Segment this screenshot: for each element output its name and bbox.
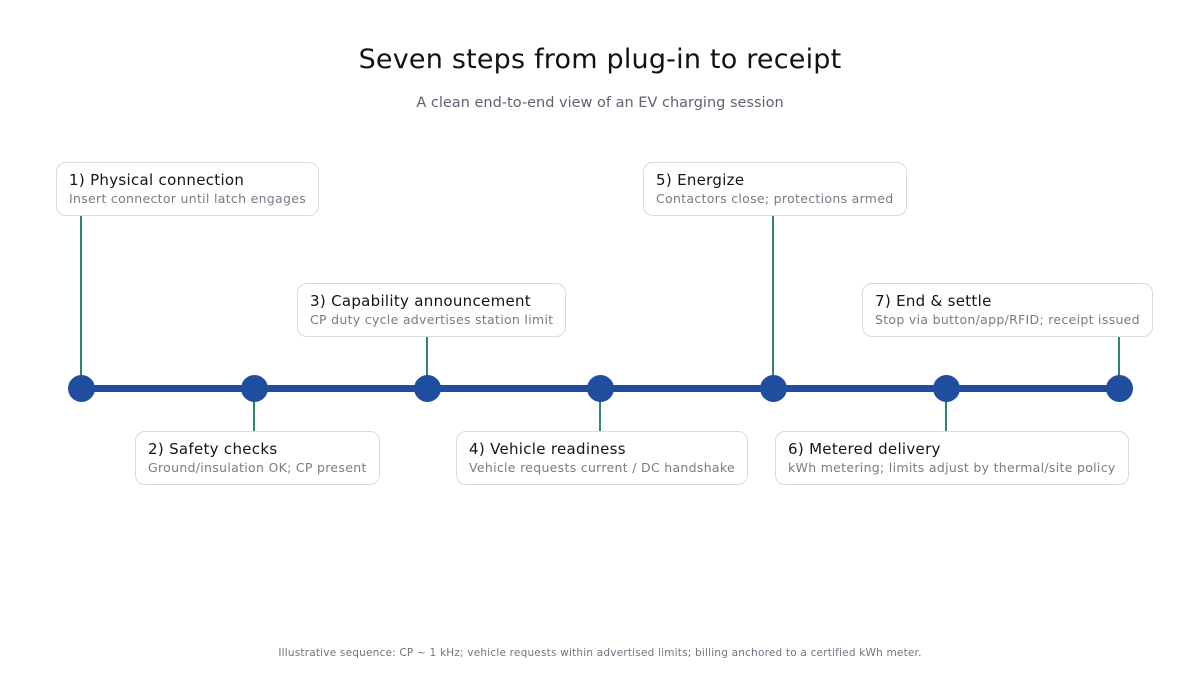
step-desc: Ground/insulation OK; CP present — [148, 460, 367, 475]
step-card-2: 2) Safety checks Ground/insulation OK; C… — [135, 431, 380, 485]
step-title: 4) Vehicle readiness — [469, 440, 626, 458]
connector-step-5 — [772, 212, 774, 389]
timeline-dot-4 — [587, 375, 614, 402]
timeline-dot-6 — [933, 375, 960, 402]
connector-step-4 — [599, 388, 601, 431]
connector-step-2 — [253, 388, 255, 431]
connector-step-7 — [1118, 332, 1120, 389]
step-card-3: 3) Capability announcement CP duty cycle… — [297, 283, 567, 337]
step-desc: Insert connector until latch engages — [69, 191, 307, 206]
step-card-7: 7) End & settle Stop via button/app/RFID… — [862, 283, 1153, 337]
step-title: 3) Capability announcement — [310, 292, 531, 310]
timeline-dot-7 — [1106, 375, 1133, 402]
step-title: 6) Metered delivery — [788, 440, 941, 458]
step-title: 2) Safety checks — [148, 440, 278, 458]
connector-step-3 — [426, 332, 428, 389]
step-title: 7) End & settle — [875, 292, 992, 310]
step-card-5: 5) Energize Contactors close; protection… — [643, 162, 907, 216]
step-card-4: 4) Vehicle readiness Vehicle requests cu… — [456, 431, 748, 485]
connector-step-6 — [945, 388, 947, 431]
timeline-dot-1 — [68, 375, 95, 402]
step-desc: Contactors close; protections armed — [656, 191, 894, 206]
footnote: Illustrative sequence: CP ~ 1 kHz; vehic… — [278, 647, 922, 659]
step-desc: Stop via button/app/RFID; receipt issued — [875, 312, 1140, 327]
connector-step-1 — [80, 212, 82, 389]
step-title: 1) Physical connection — [69, 171, 245, 189]
step-card-6: 6) Metered delivery kWh metering; limits… — [775, 431, 1129, 485]
step-card-1: 1) Physical connection Insert connector … — [56, 162, 320, 216]
step-desc: CP duty cycle advertises station limit — [310, 312, 554, 327]
step-desc: Vehicle requests current / DC handshake — [469, 460, 735, 475]
page-title: Seven steps from plug-in to receipt — [358, 44, 842, 75]
timeline-dot-2 — [241, 375, 268, 402]
timeline-dot-5 — [760, 375, 787, 402]
step-title: 5) Energize — [656, 171, 745, 189]
page-subtitle: A clean end-to-end view of an EV chargin… — [416, 95, 784, 111]
timeline-dot-3 — [414, 375, 441, 402]
step-desc: kWh metering; limits adjust by thermal/s… — [788, 460, 1116, 475]
